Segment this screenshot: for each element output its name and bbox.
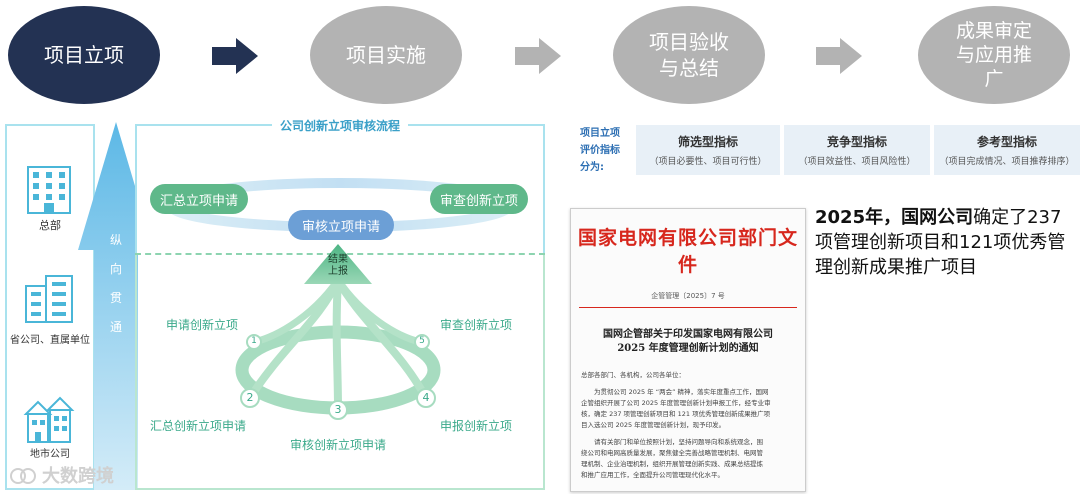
stage-project-implementation[interactable]: 项目实施 (310, 6, 462, 104)
stage-label: 项目立项 (44, 43, 124, 67)
stage-review-promotion[interactable]: 成果审定 与应用推 广 (918, 6, 1070, 104)
vertical-through-label: 纵 向 贯 通 (109, 233, 122, 334)
step-label-declare: 申报创新立项 (440, 419, 513, 433)
flow-title: 公司创新立项审核流程 (272, 117, 409, 134)
document-number: 企管管理〔2025〕7 号 (651, 292, 725, 300)
unit-label-city: 地市公司 (30, 449, 70, 460)
step-label-review: 审核创新立项申请 (290, 438, 387, 452)
tier-competitive: 竞争型指标 （项目效益性、项目风险性） (782, 125, 930, 175)
step-number-2: 2 (246, 391, 254, 404)
unit-label-provincial: 省公司、直属单位 (10, 335, 90, 346)
stage-acceptance-summary[interactable]: 项目验收 与总结 (613, 6, 765, 104)
headline-body: 确定了237项管理创新项目和121项优秀管理创新成果推广项目 (815, 207, 1066, 278)
flow-network (235, 244, 441, 420)
pill-summarize-application[interactable]: 汇总立项申请 (150, 184, 248, 214)
flow-panel-lower (135, 255, 545, 490)
stage-arrow-icon (212, 38, 258, 74)
tier-reference: 参考型指标 （项目完成情况、项目推荐排序） (932, 125, 1080, 175)
headquarters-building-icon (27, 166, 71, 214)
stage-arrow-icon (515, 38, 561, 74)
stage-project-initiation[interactable]: 项目立项 (8, 6, 160, 104)
headline-text: 2025年，国网公司确定了237项管理创新项目和121项优秀管理创新成果推广项目 (815, 205, 1077, 280)
step-label-apply: 申请创新立项 (166, 318, 239, 332)
document-salutation: 总部各部门、各机构，公司各单位： (581, 371, 685, 379)
stage-label: 项目验收 与总结 (649, 30, 729, 80)
headline-org: 国网公司 (901, 207, 974, 228)
stage-label: 成果审定 与应用推 广 (955, 20, 1032, 90)
pill-review-application[interactable]: 审核立项申请 (288, 210, 394, 240)
provincial-building-icon (25, 275, 73, 323)
step-label-examine: 审查创新立项 (440, 318, 513, 332)
step-number-4: 4 (422, 391, 430, 404)
document-paragraph-1: 为贯彻公司 2025 年 “两会” 精神，落实年度重点工作，国网 企管组织开展了… (581, 388, 771, 429)
watermark-logo-icon (10, 468, 36, 484)
pill-examine-project[interactable]: 审查创新立项 (430, 184, 528, 214)
document-title: 国网企管部关于印发国家电网有限公司 2025 年度管理创新计划的通知 (603, 329, 773, 354)
watermark-text: 大数跨境 (42, 466, 114, 487)
result-report-label: 结果 上报 (328, 254, 348, 277)
document-paragraph-2: 请有关部门和单位按照计划，坚持问题导向和系统观念，围 绕公司和电网高质量发展，聚… (581, 438, 763, 479)
step-label-summarize: 汇总创新立项申请 (150, 419, 247, 433)
step-number-1: 1 (251, 336, 257, 346)
eval-side-label: 项目立项 评价指标 分为: (580, 128, 620, 173)
stage-arrow-icon (816, 38, 862, 74)
document-header: 国家电网有限公司部门文件 (577, 227, 798, 276)
unit-label-headquarters: 总部 (39, 219, 61, 232)
tier-screening: 筛选型指标 （项目必要性、项目可行性） (634, 125, 780, 175)
official-document: 国家电网有限公司部门文件 企管管理〔2025〕7 号 国网企管部关于印发国家电网… (570, 208, 806, 492)
stage-label: 项目实施 (346, 43, 426, 67)
document-red-rule (579, 307, 797, 308)
city-building-icon (23, 396, 75, 443)
step-number-5: 5 (419, 336, 425, 346)
step-number-3: 3 (334, 403, 342, 416)
headline-year: 2025年， (815, 207, 902, 228)
